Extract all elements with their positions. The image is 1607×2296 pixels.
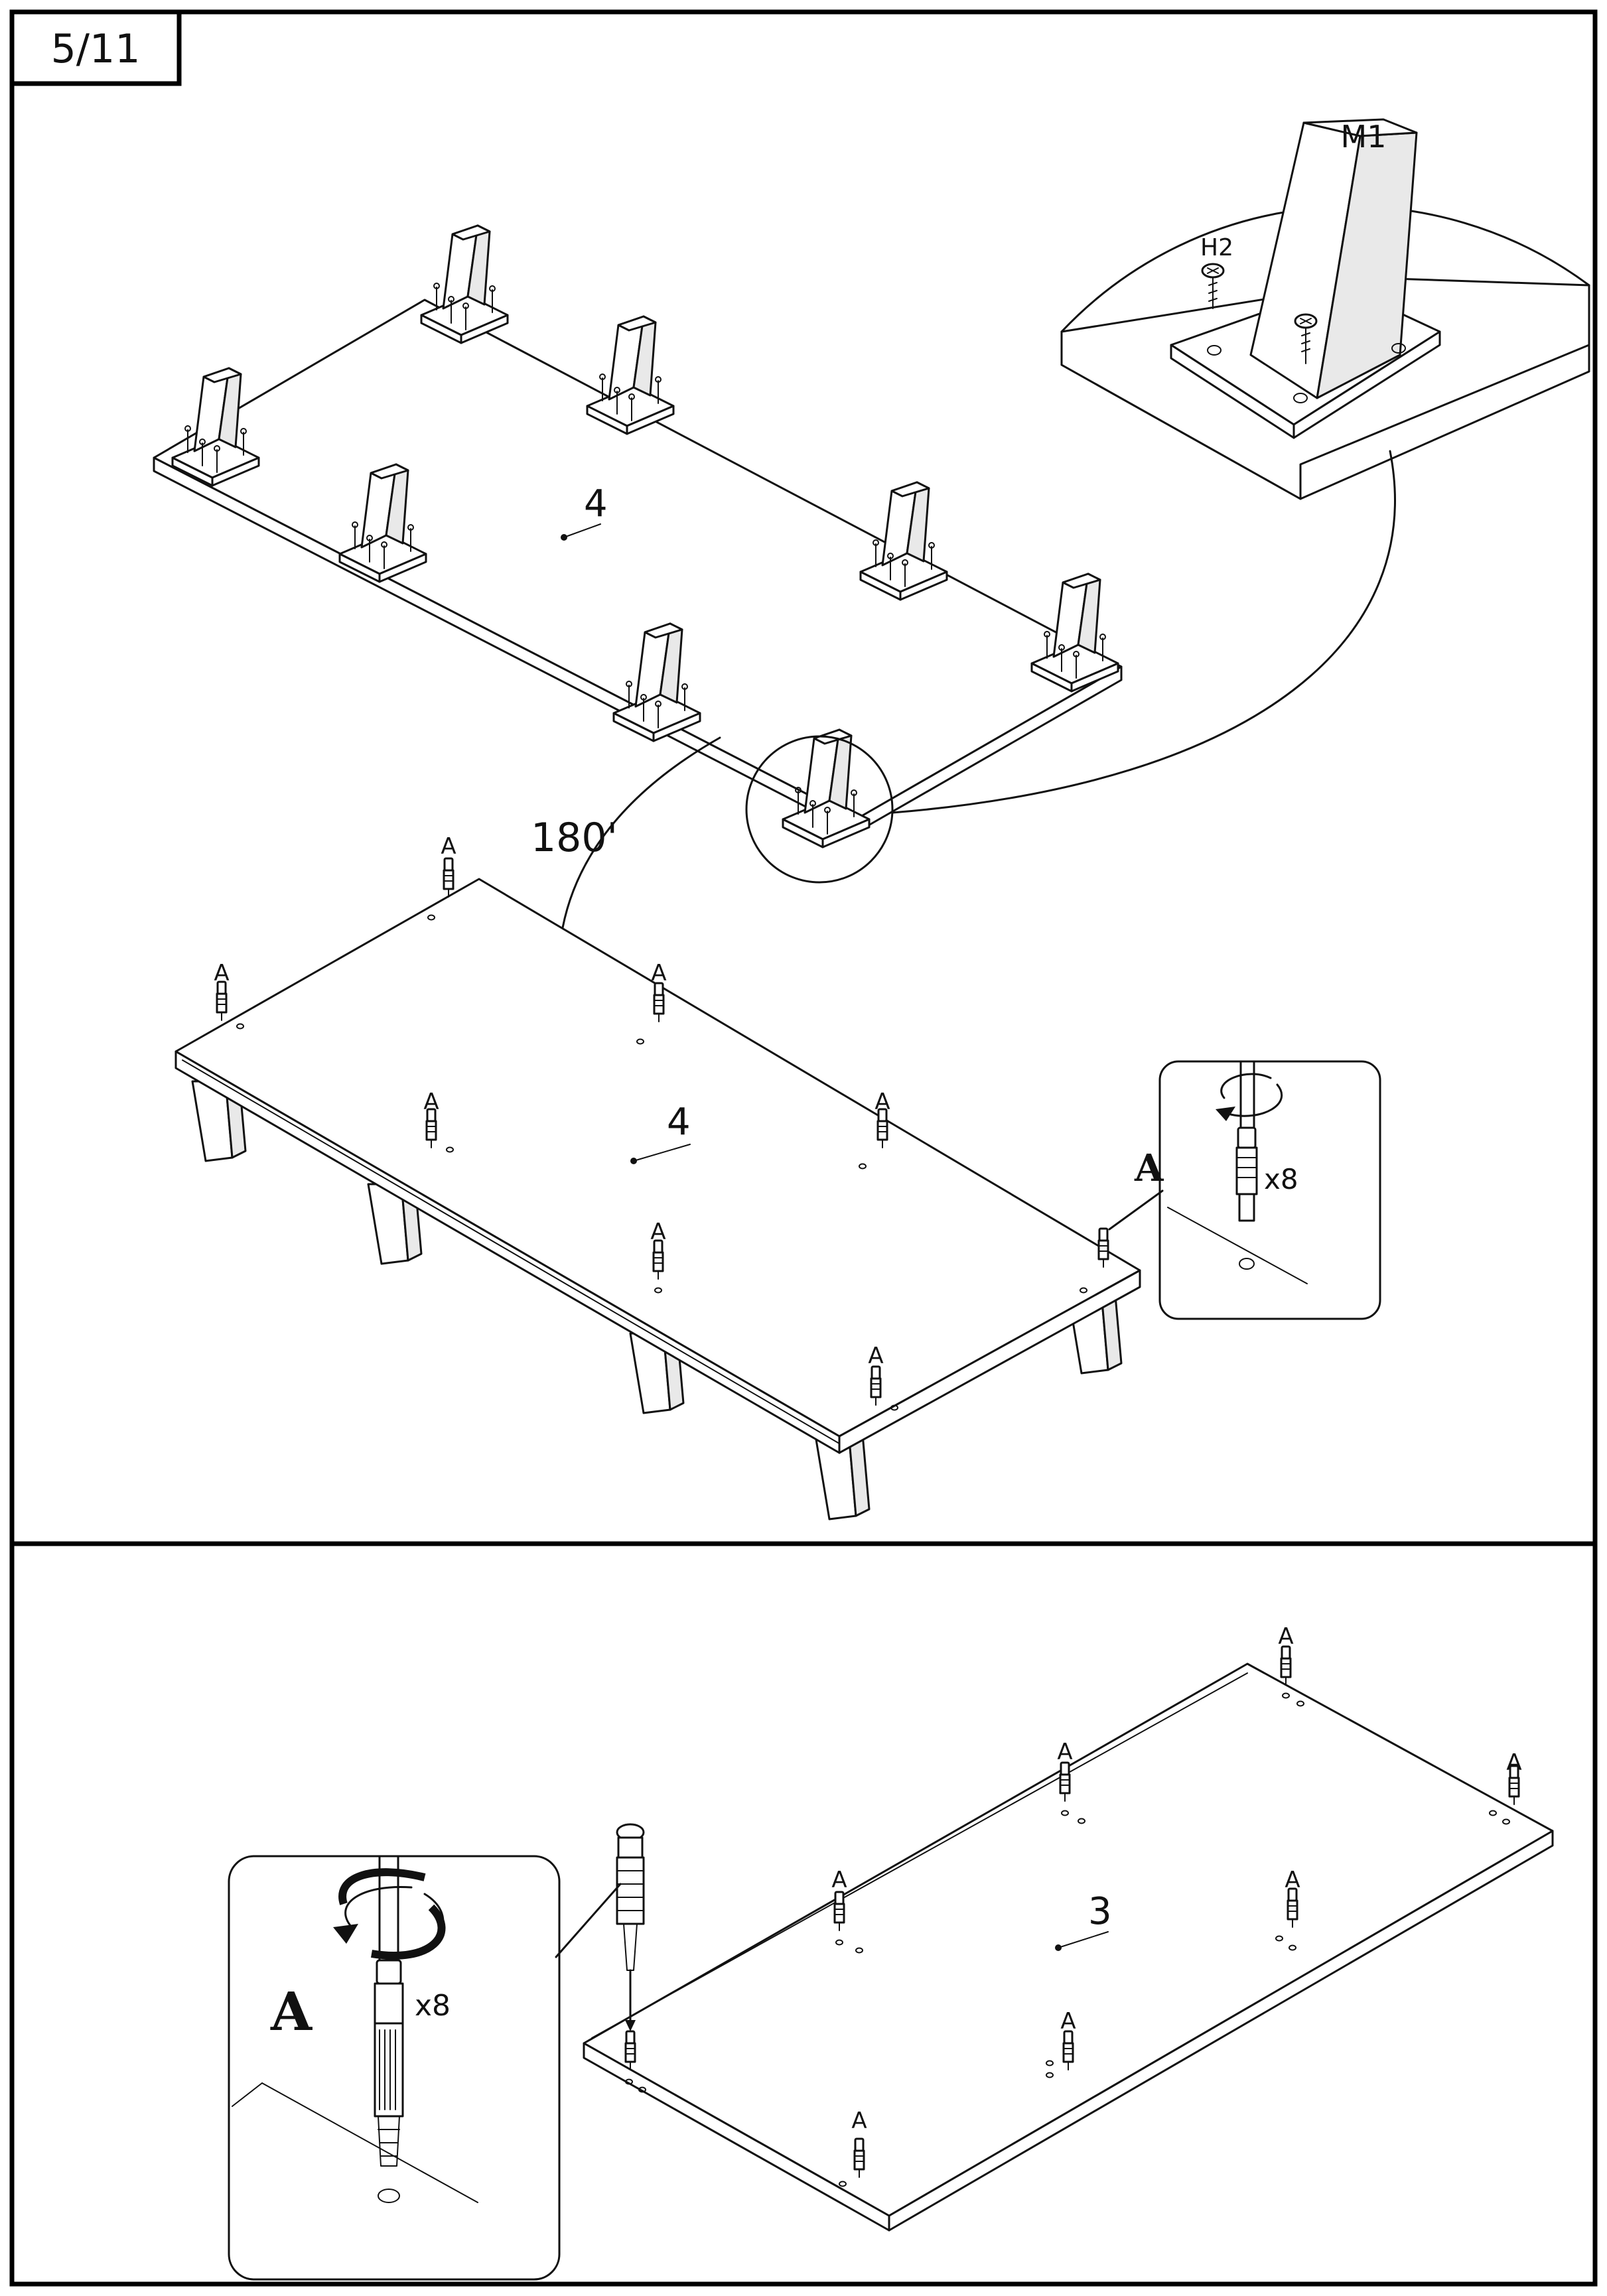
svg-text:A: A xyxy=(868,1343,883,1369)
screw-h2-second xyxy=(1294,313,1318,364)
svg-text:A: A xyxy=(1060,2008,1076,2035)
svg-text:A: A xyxy=(1506,1749,1521,1776)
cam-bolt-insert xyxy=(616,1823,645,2031)
leg-label-m1: M1 xyxy=(1341,119,1387,155)
step-label: 5/11 xyxy=(51,26,141,72)
detail-callout-circle xyxy=(745,735,894,884)
screw-label-h2: H2 xyxy=(1200,234,1233,261)
cam-fittings-bottom: A A A A A A A xyxy=(624,1623,1522,2187)
callout-connector xyxy=(891,450,1396,814)
svg-text:A: A xyxy=(851,2108,867,2134)
svg-text:A: A xyxy=(874,1089,890,1115)
part-number-label: 4 xyxy=(584,482,608,525)
cam-detail-box-bottom: A x8 xyxy=(228,1855,622,2281)
screw-h2 xyxy=(1201,263,1225,309)
panel-3: 3 xyxy=(583,1662,1554,2232)
step-box: 5/11 xyxy=(9,9,182,86)
svg-text:A: A xyxy=(1057,1739,1072,1765)
leg xyxy=(586,315,675,435)
svg-text:A: A xyxy=(831,1867,847,1893)
rotate-arrow-icon xyxy=(1229,1083,1283,1117)
cam-quantity-label: x8 xyxy=(1264,1163,1298,1195)
panel-4-with-legs: 4 xyxy=(153,224,1123,848)
panel-4-top: 4 xyxy=(175,878,1141,1520)
leg xyxy=(420,224,509,344)
svg-text:A: A xyxy=(441,833,456,860)
cam-fittings-top: A A A A A A A xyxy=(214,833,1109,1411)
svg-text:A: A xyxy=(651,960,666,986)
part-number-label: 3 xyxy=(1088,1890,1112,1933)
svg-text:A: A xyxy=(1278,1623,1293,1650)
svg-text:A: A xyxy=(214,960,229,986)
leg xyxy=(859,481,948,601)
leg xyxy=(1030,573,1119,693)
cam-quantity-label: x8 xyxy=(415,1989,451,2023)
leg-detail-view: M1 H2 xyxy=(1060,118,1590,500)
svg-text:A: A xyxy=(1285,1867,1300,1893)
part-number-label: 4 xyxy=(667,1101,691,1144)
svg-text:A: A xyxy=(650,1219,665,1245)
svg-text:A: A xyxy=(423,1089,439,1115)
page-frame xyxy=(9,9,1598,2287)
cam-detail-label: A xyxy=(270,1980,313,2043)
cam-detail-label: A xyxy=(1134,1146,1164,1190)
rotation-label: 180' xyxy=(531,815,618,861)
cam-detail-box-top: A x8 xyxy=(1108,1060,1381,1320)
